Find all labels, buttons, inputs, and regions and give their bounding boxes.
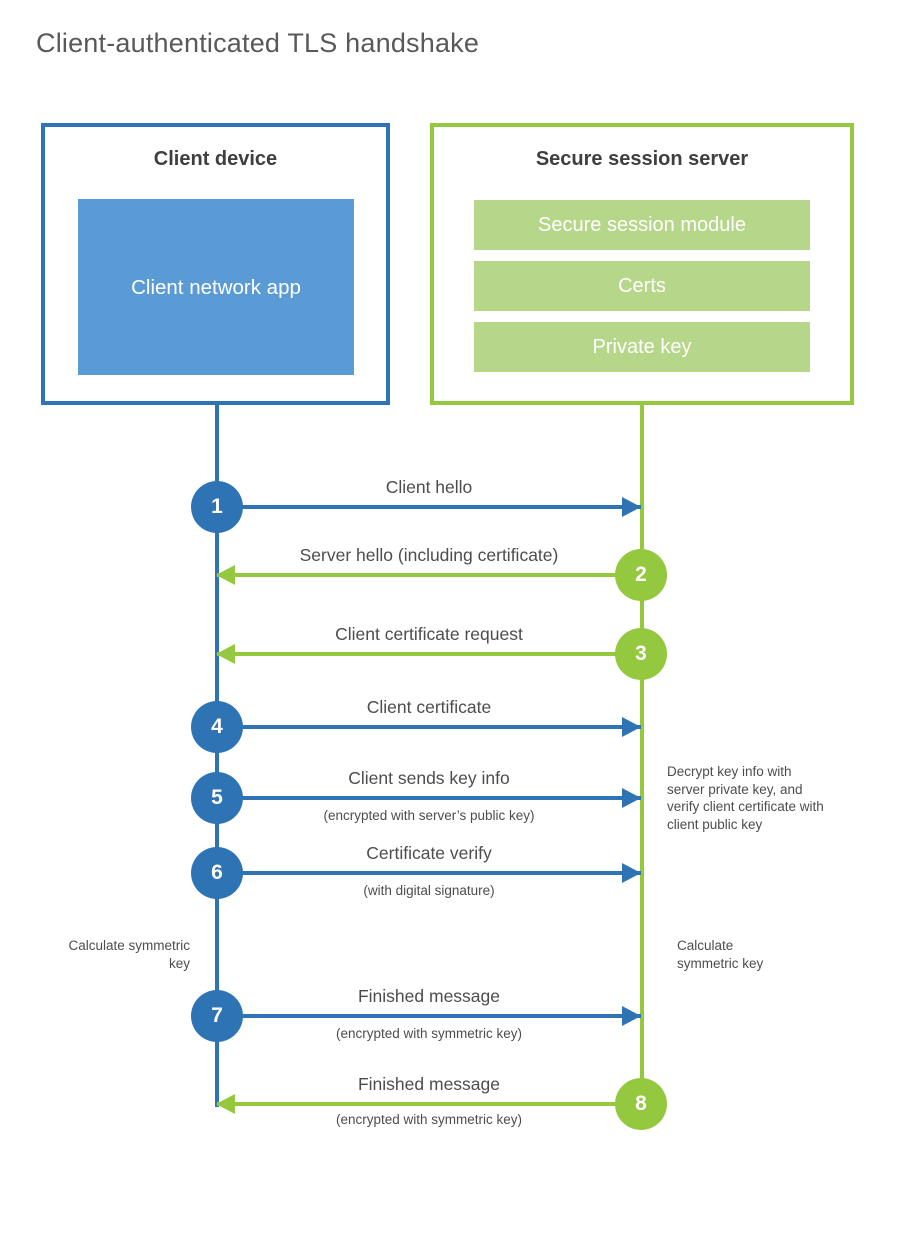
message-arrow	[217, 871, 641, 875]
message-label: Finished message	[357, 986, 501, 1006]
calculate-symmetric-key-note-server: Calculate symmetric key	[677, 938, 764, 971]
server-lifeline	[640, 405, 644, 1104]
message-label: Finished message	[357, 1074, 501, 1094]
message-label: Client hello	[385, 477, 473, 497]
message-arrow	[217, 1014, 641, 1018]
message-sublabel: (encrypted with symmetric key)	[335, 1112, 523, 1127]
message-arrow	[217, 573, 641, 577]
server-module-certs: Certs	[474, 261, 810, 311]
message-arrow	[217, 505, 641, 509]
message-label: Client sends key info	[348, 768, 510, 788]
page-title: Client-authenticated TLS handshake	[36, 28, 480, 58]
arrow-right-icon	[622, 717, 641, 737]
step-number: 8	[635, 1092, 647, 1115]
arrow-right-icon	[622, 863, 641, 883]
message-sublabel: (with digital signature)	[363, 883, 495, 898]
arrow-left-icon	[216, 644, 235, 664]
message-label: Certificate verify	[366, 843, 492, 863]
message-arrow	[217, 796, 641, 800]
step-circle: 4	[191, 701, 243, 753]
message-label: Server hello (including certificate)	[299, 545, 559, 565]
step-number: 4	[211, 715, 223, 738]
client-lifeline	[215, 405, 219, 1107]
message-arrow	[217, 725, 641, 729]
message-arrow	[217, 652, 641, 656]
step-number: 1	[211, 495, 223, 518]
step-circle: 6	[191, 847, 243, 899]
step-number: 2	[635, 563, 647, 586]
message-label: Client certificate	[366, 697, 492, 717]
calculate-symmetric-key-note-client: Calculate symmetric key	[68, 938, 190, 971]
step-number: 5	[211, 786, 223, 809]
client-device-title: Client device	[153, 148, 278, 170]
server-module-private-key: Private key	[474, 322, 810, 372]
message-sublabel: (encrypted with server’s public key)	[323, 808, 535, 823]
step-circle: 7	[191, 990, 243, 1042]
arrow-right-icon	[622, 497, 641, 517]
arrow-right-icon	[622, 788, 641, 808]
client-network-app-label: Client network app	[131, 275, 301, 299]
message-arrow	[217, 1102, 641, 1106]
decrypt-key-note: Decrypt key info with server private key…	[667, 764, 824, 832]
step-number: 7	[211, 1004, 223, 1027]
step-circle: 5	[191, 772, 243, 824]
step-circle: 2	[615, 549, 667, 601]
client-network-app-box: Client network app	[78, 199, 354, 375]
message-sublabel: (encrypted with symmetric key)	[335, 1026, 523, 1041]
step-number: 3	[635, 642, 647, 665]
step-circle: 3	[615, 628, 667, 680]
secure-session-server-title: Secure session server	[535, 148, 749, 170]
step-circle: 8	[615, 1078, 667, 1130]
step-number: 6	[211, 861, 223, 884]
arrow-right-icon	[622, 1006, 641, 1026]
arrow-left-icon	[216, 565, 235, 585]
arrow-left-icon	[216, 1094, 235, 1114]
step-circle: 1	[191, 481, 243, 533]
message-label: Client certificate request	[335, 624, 523, 644]
server-module-secure-session: Secure session module	[474, 200, 810, 250]
